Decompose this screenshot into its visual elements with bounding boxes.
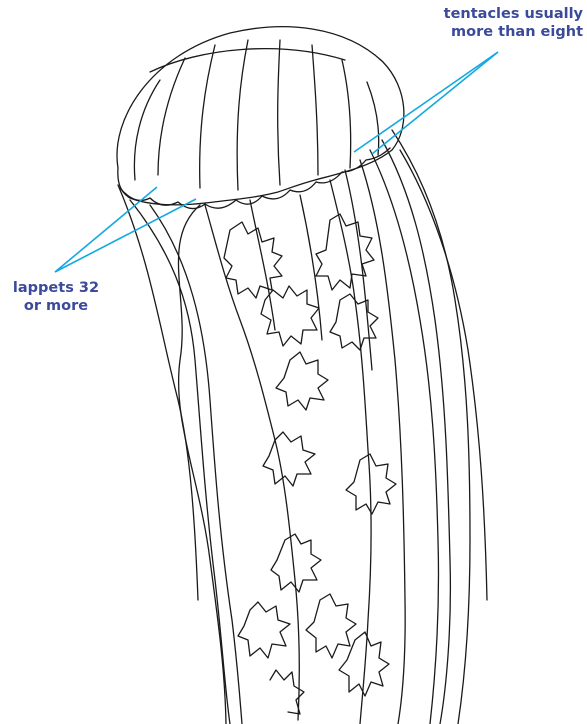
lappets-leader-line-2 (55, 199, 196, 272)
lappets-label: lappets 32 or more (6, 279, 106, 315)
lappets-leader-lines (55, 187, 196, 272)
tentacles-leader-line-2 (372, 52, 498, 154)
lappets-edge (120, 148, 390, 209)
tentacles-label: tentacles usually more than eight (393, 5, 583, 41)
tentacles-label-line-1: tentacles usually (393, 5, 583, 23)
tentacles-leader-line-1 (354, 52, 498, 152)
lappets-label-line-1: lappets 32 (6, 279, 106, 297)
lappets-leader-line-1 (55, 187, 157, 272)
bell-outline (117, 27, 404, 205)
lappets-label-line-2: or more (6, 297, 106, 315)
tentacles-label-line-2: more than eight (393, 23, 583, 41)
tentacles-leader-lines (354, 52, 498, 154)
